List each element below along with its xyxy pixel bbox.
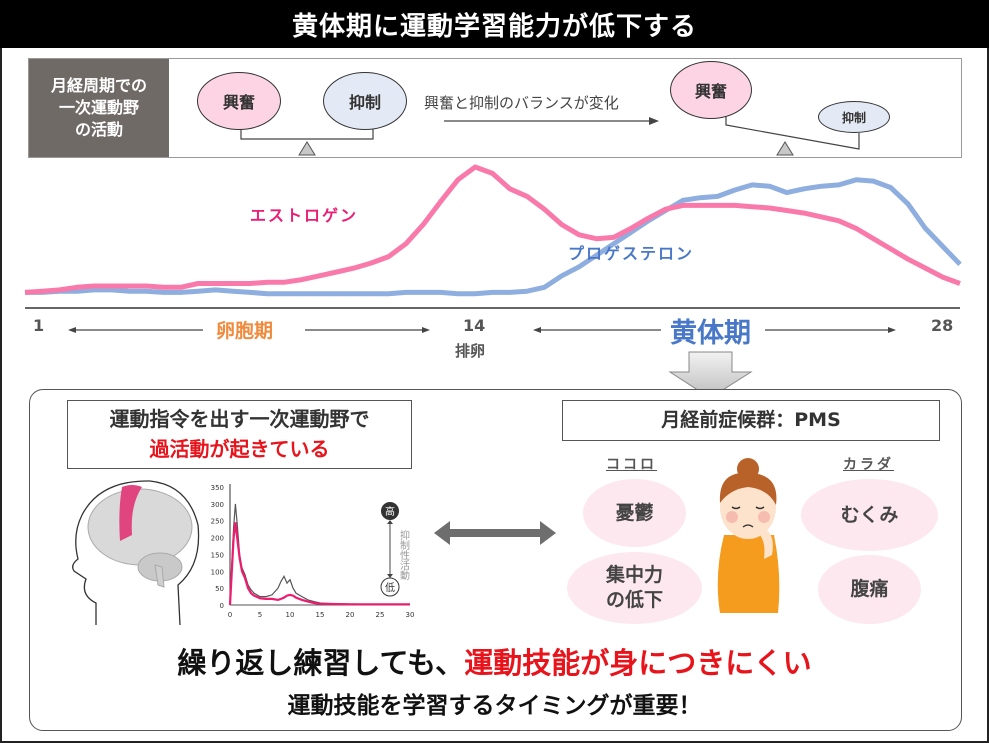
main-message-highlight: 運動技能が身につきにくい <box>464 646 812 680</box>
symptom-swelling: むくみ <box>801 479 938 551</box>
arrow-left-head-icon <box>533 327 541 333</box>
excitation-label: 興奮 <box>222 93 255 112</box>
emg-x-tick-label: 20 <box>346 611 355 619</box>
estrogen-label: エストロゲン <box>250 206 359 225</box>
balance-change-text: 興奮と抑制のバランスが変化 <box>424 94 619 112</box>
label-line-1: 月経周期での <box>50 76 147 95</box>
woman-illustration <box>717 458 780 613</box>
high-label: 高 <box>385 505 395 518</box>
excitation-ellipse-after: 興奮 <box>670 61 752 119</box>
x-tick-14: 14 <box>463 316 486 335</box>
excitation-ellipse-before: 興奮 <box>197 72 281 130</box>
motor-cortex-callout: 運動指令を出す一次運動野で 過活動が起きている <box>67 400 412 469</box>
inhibition-ellipse-before: 抑制 <box>323 72 407 130</box>
change-arrow-head-icon <box>649 117 659 125</box>
emg-y-tick-label: 250 <box>211 518 224 526</box>
phase-arrows-svg <box>68 327 896 333</box>
main-message-prefix: 繰り返し練習しても、 <box>177 646 465 680</box>
scale-arrow-up-icon <box>387 520 393 524</box>
x-tick-28: 28 <box>931 316 954 335</box>
closed-eye-icon <box>731 506 741 510</box>
x-tick-1: 1 <box>33 316 45 335</box>
low-label: 低 <box>385 581 395 594</box>
cheek-icon <box>758 511 770 523</box>
callout-line-1: 運動指令を出す一次運動野で <box>109 407 370 431</box>
arrow-left-head-icon <box>68 327 76 333</box>
hand-on-cheek-icon <box>760 527 773 559</box>
scale-axis-title: 抑制性活動 <box>398 530 410 581</box>
symptom-abdominal-pain: 腹痛 <box>818 555 921 624</box>
closed-eye-icon <box>755 506 765 510</box>
frown-icon <box>742 524 754 528</box>
hair-icon <box>719 472 777 505</box>
emg-y-tick-label: 150 <box>211 551 224 559</box>
high-marker-icon <box>381 502 399 520</box>
balance-panel: 月経周期での 一次運動野 の活動 興奮 抑制 興奮と抑制のバランスが変化 興奮 … <box>28 58 962 158</box>
brain-icon <box>87 488 193 566</box>
label-line-2: 一次運動野 <box>58 98 139 117</box>
sweater-icon <box>717 535 780 613</box>
emg-x-tick-label: 15 <box>316 611 325 619</box>
emg-y-tick-label: 100 <box>211 568 224 576</box>
estrogen-line <box>24 164 961 295</box>
excitation-label: 興奮 <box>694 82 727 101</box>
down-arrow-icon <box>668 351 753 399</box>
pms-title-box: 月経前症候群：PMS <box>562 400 940 441</box>
double-arrow-icon <box>434 521 556 545</box>
progesterone-label: プロゲステロン <box>568 244 695 263</box>
emg-y-tick-label: 200 <box>211 535 224 543</box>
main-message: 繰り返し練習しても、運動技能が身につきにくい <box>0 640 989 682</box>
callout-line-2: 過活動が起きている <box>149 437 330 461</box>
symptom-poor-concentration: 集中力 の低下 <box>567 552 702 624</box>
emg-y-tick-label: 300 <box>211 501 224 509</box>
emg-chart: 0 50 100 150 200 250 300 350 0 5 10 15 20 25 30 高 低 抑制… <box>211 484 415 619</box>
scale-arrow-down-icon <box>387 574 393 578</box>
emg-x-tick-label: 5 <box>258 611 262 619</box>
symptom-depression: 憂鬱 <box>583 479 686 547</box>
body-category-label: カラダ <box>843 457 894 473</box>
emg-y-tick-label: 50 <box>215 585 224 593</box>
face-icon <box>720 475 776 539</box>
page-title: 黄体期に運動学習能力が低下する <box>0 0 989 48</box>
brainstem-icon <box>154 564 165 588</box>
emg-x-tick-label: 10 <box>286 611 295 619</box>
emg-y-tick-label: 350 <box>211 484 224 492</box>
progesterone-line <box>25 177 962 297</box>
balance-panel-label: 月経周期での 一次運動野 の活動 <box>29 59 169 157</box>
emg-x-tick-label: 30 <box>406 611 415 619</box>
inhibition-label: 抑制 <box>348 93 381 112</box>
follicular-phase-label: 卵胞期 <box>216 320 274 342</box>
hormone-chart <box>24 164 962 309</box>
cheek-icon <box>726 511 738 523</box>
tilted-fulcrum-icon <box>776 141 794 156</box>
emg-line-pink <box>228 522 410 606</box>
mind-category-label: ココロ <box>606 457 657 473</box>
motor-cortex-highlight-icon <box>119 485 142 541</box>
pms-title: 月経前症候群：PMS <box>661 409 841 431</box>
brain-illustration <box>72 480 200 626</box>
low-marker-icon <box>380 577 400 597</box>
ovulation-label: 排卵 <box>455 342 486 360</box>
sub-message: 運動技能を学習するタイミングが重要！ <box>287 693 702 719</box>
emg-x-tick-label: 0 <box>228 611 232 619</box>
balanced-fulcrum-icon <box>298 141 316 156</box>
emg-x-tick-label: 25 <box>376 611 385 619</box>
inhibition-label: 抑制 <box>841 110 866 125</box>
label-line-3: の活動 <box>74 120 123 139</box>
tilted-beam <box>725 112 860 150</box>
inhibition-ellipse-after: 抑制 <box>818 101 890 133</box>
luteal-phase-label: 黄体期 <box>670 318 751 349</box>
arrow-right-head-icon <box>422 327 430 333</box>
emg-y-tick-label: 0 <box>220 602 224 610</box>
arrow-right-head-icon <box>888 327 896 333</box>
